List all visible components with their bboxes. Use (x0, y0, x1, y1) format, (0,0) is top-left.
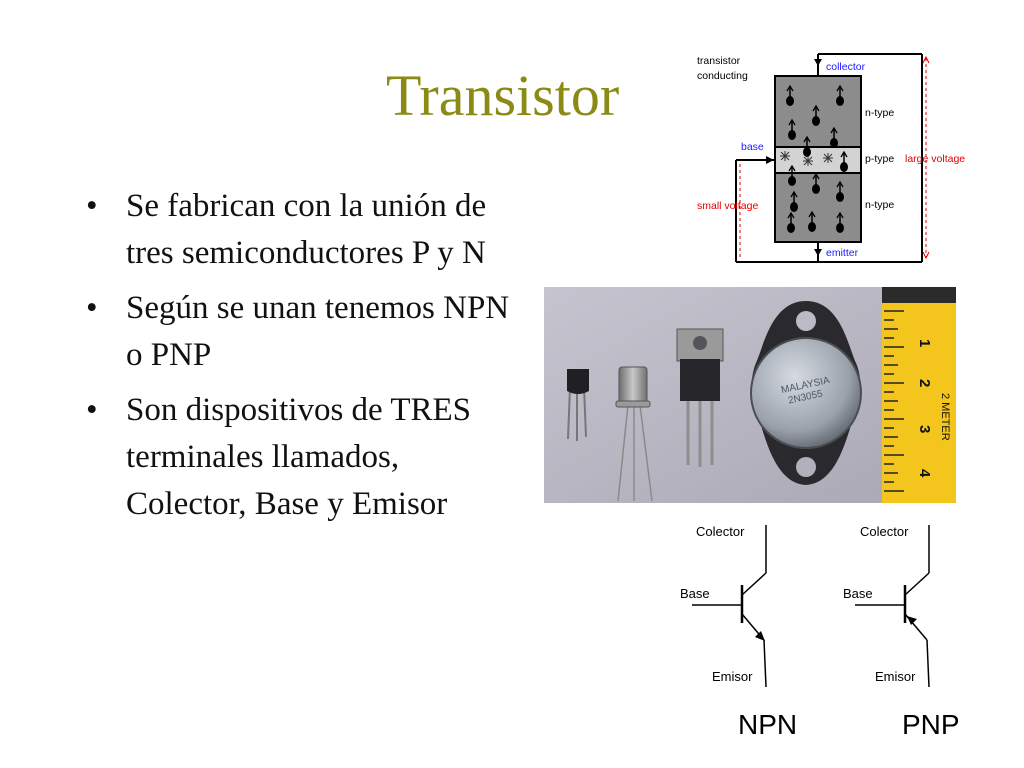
small-voltage-label: small voltage (697, 200, 758, 212)
p-type-label: p-type (865, 153, 894, 165)
large-voltage-label: large voltage (905, 153, 965, 165)
npn-title: NPN (738, 709, 797, 740)
transistor-symbols: Colector Base Emisor NPN Colector Base E… (680, 524, 960, 740)
ruler-number: 2 (916, 379, 933, 387)
npn-symbol: Colector Base Emisor NPN (680, 524, 797, 740)
pnp-collector-label: Colector (860, 524, 909, 539)
diagram-heading: conducting (697, 70, 748, 82)
ruler-number: 1 (916, 339, 933, 347)
diagram-heading: transistor (697, 55, 741, 67)
to3-transistor: MALAYSIA 2N3055 (750, 301, 862, 485)
n-type-label: n-type (865, 199, 894, 211)
bullet-text: Se fabrican con la unión de tres semicon… (126, 188, 487, 271)
pnp-symbol: Colector Base Emisor PNP (843, 524, 960, 740)
bullet-text: Son dispositivos de TRES terminales llam… (126, 392, 472, 522)
npn-emitter-label: Emisor (712, 669, 753, 684)
base-label: base (741, 141, 764, 153)
bullet-item: • Se fabrican con la unión de tres semico… (84, 183, 524, 277)
bullet-dot: • (86, 188, 98, 224)
npn-base-label: Base (680, 586, 710, 601)
pnp-title: PNP (902, 709, 960, 740)
npn-collector-label: Colector (696, 524, 745, 539)
slide-title: Transistor (386, 63, 620, 128)
pnp-base-label: Base (843, 586, 873, 601)
transistors-photo: MALAYSIA 2N3055 1 2 3 4 2 METER (544, 287, 956, 503)
ruler-label: 2 METER (939, 393, 951, 441)
n-type-label: n-type (865, 107, 894, 119)
ruler: 1 2 3 4 2 METER (882, 287, 956, 503)
collector-label: collector (826, 61, 866, 73)
pnp-emitter-label: Emisor (875, 669, 916, 684)
bullet-dot: • (86, 290, 98, 326)
ruler-number: 3 (916, 425, 933, 433)
metal-can-transistor (615, 366, 653, 502)
bullet-item: • Según se unan tenemos NPN o PNP (84, 285, 524, 379)
transistor-conduction-diagram: transistor conducting collector emitter … (697, 53, 965, 263)
emitter-label: emitter (826, 247, 859, 259)
ruler-number: 4 (916, 469, 933, 478)
bullet-text: Según se unan tenemos NPN o PNP (126, 290, 510, 373)
bullet-item: • Son dispositivos de TRES terminales lla… (84, 387, 524, 528)
bullet-list: • Se fabrican con la unión de tres semico… (84, 183, 524, 536)
to220-transistor (676, 328, 724, 467)
bullet-dot: • (86, 392, 98, 428)
to92-transistor (567, 369, 589, 441)
